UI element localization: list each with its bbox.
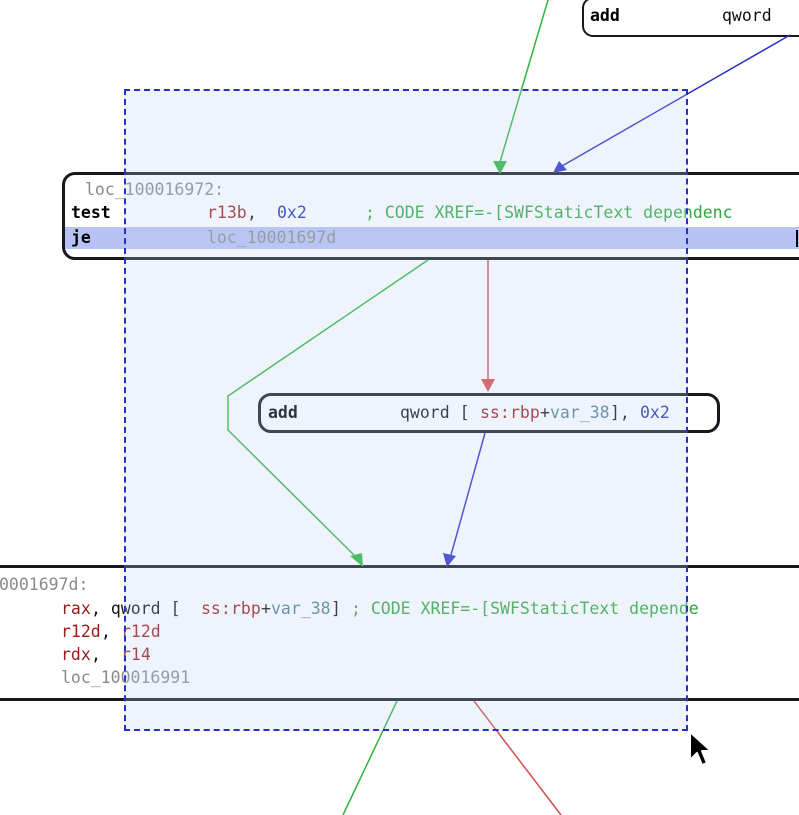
operand-register: rdx [61,645,91,664]
operand-separator: , [101,622,121,641]
operand-variable[interactable]: var_38 [271,599,331,618]
edge-unconditional-from-top-right [561,34,791,167]
instruction-mnemonic: add [268,403,298,422]
arrowhead-green [350,553,363,567]
instruction-mnemonic: add [590,6,620,25]
arrowhead-blue [553,161,567,173]
edge-unconditional-to-loc-10001697d [450,432,486,556]
text-caret [796,230,798,247]
edge-false-to-bottom-right [473,700,562,815]
operand-base-register: rbp [510,403,540,422]
mouse-pointer-icon [689,731,712,766]
operand-segment: ss: [480,403,510,422]
block-label: 0001697d: [0,575,89,594]
operand-variable[interactable]: var_38 [550,403,610,422]
operand-memory-prefix: , qword [ [91,599,181,618]
operand-immediate: 0x2 [640,403,670,422]
operand-immediate: 0x2 [277,203,307,222]
operand-segment: ss: [201,599,231,618]
selected-line-highlight [65,227,799,249]
edge-true-to-bottom-left [342,700,398,815]
instruction-mnemonic: test [71,203,111,222]
operand-base-register: rbp [231,599,261,618]
edge-true-to-loc-10001697d [227,259,429,558]
operand-plus: + [261,599,271,618]
edge-true-from-top [499,0,549,163]
operand-register: r13b [207,203,247,222]
instruction-mnemonic: je [71,228,91,247]
operand-memory-suffix: ], [610,403,640,422]
arrowhead-red [481,379,495,392]
operand-separator: , [91,645,111,664]
operand-memory-prefix: qword [ [400,403,470,422]
xref-comment[interactable]: ; CODE XREF=-[SWFStaticText depende [351,599,699,618]
arrowhead-blue [443,553,456,567]
basic-block-loc-100016972[interactable]: loc_100016972: test r13b , 0x2 ; CODE XR… [62,172,799,260]
operand-separator: , [247,203,267,222]
operand-register: rax [61,599,91,618]
operand-memory-suffix: ] [331,599,351,618]
operand-register-2: r12d [121,622,161,641]
operand-register: r12d [61,622,101,641]
arrowhead-green [493,161,507,174]
basic-block-add[interactable]: add qword [ ss: rbp + var_38 ], 0x2 [258,393,720,433]
basic-block-top-right[interactable]: add qword [582,0,799,37]
basic-block-loc-10001697d[interactable]: 0001697d: rax , qword [ ss: rbp + var_38… [0,565,799,701]
branch-target-label[interactable]: loc_10001697d [207,228,337,247]
instruction-operand: qword [722,6,772,25]
operand-plus: + [540,403,550,422]
block-label: loc_100016972: [85,180,225,199]
operand-register-2: r14 [121,645,151,664]
